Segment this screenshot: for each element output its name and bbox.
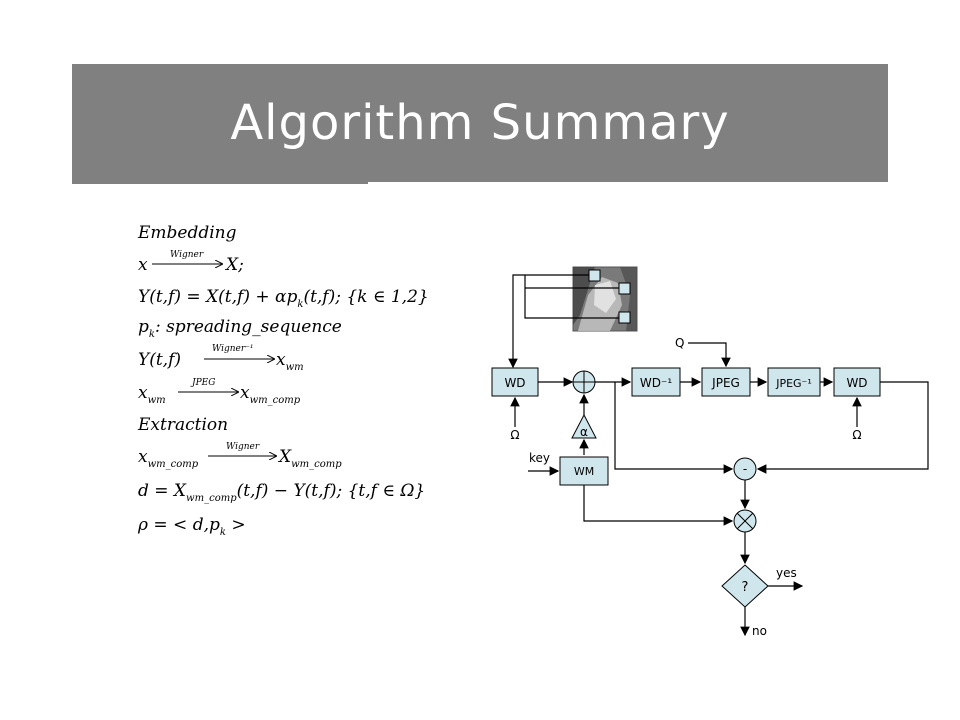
svg-text:-: - xyxy=(743,462,747,476)
yes-label: yes xyxy=(776,566,797,580)
key-label: key xyxy=(529,451,550,465)
alpha-gain-triangle: α xyxy=(571,413,597,439)
svg-text:xwm: xwm xyxy=(276,350,304,373)
omega-right-label: Ω xyxy=(852,428,861,442)
svg-text:d = Xwm_comp(t,f) − Y(t,f); {t: d = Xwm_comp(t,f) − Y(t,f); {t,f ∈ Ω} xyxy=(138,481,425,504)
svg-text:xwm: xwm xyxy=(138,383,166,406)
svg-text:pk: spreading_sequence: pk: spreading_sequence xyxy=(138,317,342,340)
wd-block-right: WD xyxy=(833,367,881,397)
wm-block: WM xyxy=(559,456,609,486)
svg-text:x: x xyxy=(138,255,148,275)
equation-line-6: xwm_comp Wigner Xwm_comp xyxy=(138,442,342,470)
omega-left-label: Ω xyxy=(510,428,519,442)
svg-text:Wigner⁻¹: Wigner⁻¹ xyxy=(212,344,254,354)
svg-text:α: α xyxy=(580,425,588,439)
svg-text:WM: WM xyxy=(574,465,594,478)
slide-title: Algorithm Summary xyxy=(230,95,730,151)
svg-text:Y(t,f): Y(t,f) xyxy=(138,350,181,370)
multiplier-node xyxy=(733,509,757,533)
title-bar-underline xyxy=(72,180,368,184)
host-image-thumbnail xyxy=(572,266,638,332)
no-label: no xyxy=(752,624,767,638)
equation-line-5: xwm JPEG xwm_comp xyxy=(138,378,301,406)
equation-line-3: pk: spreading_sequence xyxy=(138,317,342,340)
equation-panel: Embedding x Wigner X; Y(t,f) = X(t,f) + … xyxy=(137,223,429,538)
equation-line-1: x Wigner X; xyxy=(138,250,244,275)
svg-text:?: ? xyxy=(742,580,749,595)
equation-line-8: ρ = < d,pk > xyxy=(137,515,246,538)
svg-text:ρ = < d,pk >: ρ = < d,pk > xyxy=(137,515,246,538)
svg-text:Wigner: Wigner xyxy=(226,442,260,452)
svg-text:Y(t,f) = X(t,f) + αpk(t,f); {k: Y(t,f) = X(t,f) + αpk(t,f); {k ∈ 1,2} xyxy=(138,287,429,310)
svg-text:xwm_comp: xwm_comp xyxy=(138,447,199,470)
svg-text:Wigner: Wigner xyxy=(170,250,204,260)
wd-inverse-block: WD⁻¹ xyxy=(631,367,681,397)
svg-text:xwm_comp: xwm_comp xyxy=(240,383,301,406)
equation-line-7: d = Xwm_comp(t,f) − Y(t,f); {t,f ∈ Ω} xyxy=(138,481,425,504)
svg-text:Xwm_comp: Xwm_comp xyxy=(277,447,342,470)
equation-line-4: Y(t,f) Wigner⁻¹ xwm xyxy=(138,344,304,373)
subtractor-node: - xyxy=(733,457,757,481)
q-label: Q xyxy=(675,336,684,350)
svg-text:X;: X; xyxy=(224,255,244,275)
jpeg-inverse-block: JPEG⁻¹ xyxy=(767,367,821,397)
equation-line-2: Y(t,f) = X(t,f) + αpk(t,f); {k ∈ 1,2} xyxy=(138,287,429,310)
svg-text:WD: WD xyxy=(846,376,867,390)
svg-text:WD⁻¹: WD⁻¹ xyxy=(640,376,672,390)
svg-text:JPEG⁻¹: JPEG⁻¹ xyxy=(775,377,812,390)
svg-text:JPEG: JPEG xyxy=(190,378,215,388)
adder-node xyxy=(572,370,596,394)
decision-diamond: ? xyxy=(721,564,769,608)
block-diagram: WD Ω WD⁻¹ JPEG Q JPEG⁻¹ WD Ω α xyxy=(491,266,929,638)
embedding-heading: Embedding xyxy=(137,223,237,243)
title-bar: Algorithm Summary xyxy=(72,64,888,182)
extraction-heading: Extraction xyxy=(137,415,228,435)
wd-block-left: WD xyxy=(491,367,539,397)
jpeg-block: JPEG xyxy=(701,367,751,397)
svg-text:WD: WD xyxy=(504,376,525,390)
svg-text:JPEG: JPEG xyxy=(711,376,740,390)
